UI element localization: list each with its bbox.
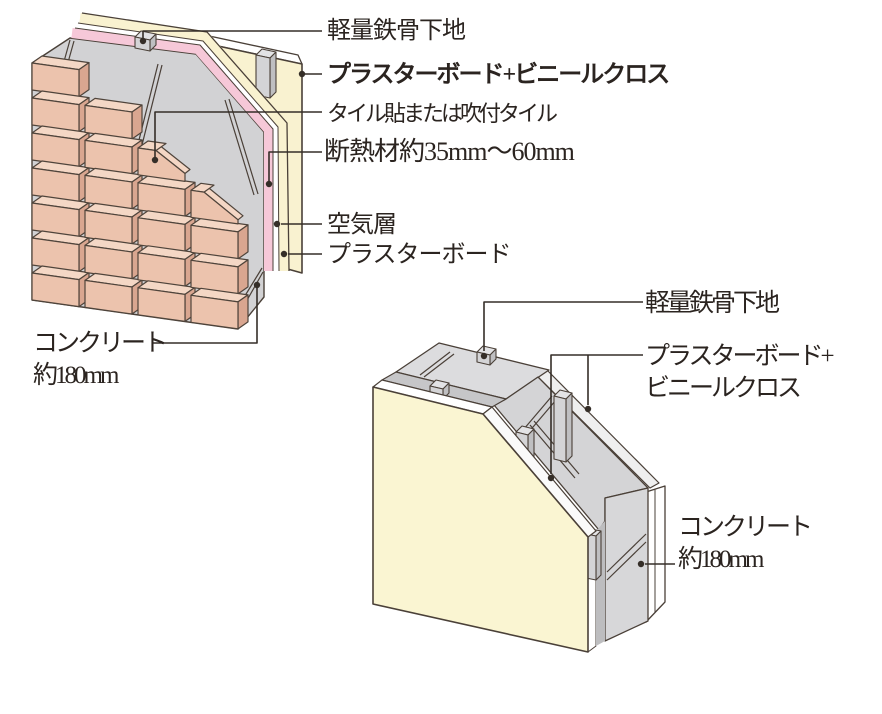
label-steel-frame-right: 軽量鉄骨下地 bbox=[645, 290, 780, 317]
right-plasterboard-vinyl-panel bbox=[372, 386, 589, 653]
left-wall-illustration bbox=[31, 12, 322, 344]
left-plasterboard-strip bbox=[79, 13, 289, 272]
leader-dots-left bbox=[139, 37, 306, 289]
right-wall-illustration bbox=[372, 301, 675, 653]
leader-insulation bbox=[268, 151, 322, 181]
label-concrete-left: コンクリート 約180mm bbox=[33, 330, 168, 389]
leader-steel-frame-left bbox=[142, 30, 322, 38]
leader-tile bbox=[154, 111, 322, 157]
label-tile: タイル貼または吹付タイル bbox=[327, 101, 558, 126]
label-plasterboard: プラスターボード bbox=[327, 242, 512, 268]
leader-concrete-left bbox=[152, 288, 258, 344]
tile-bricks bbox=[31, 55, 249, 330]
label-air-layer: 空気層 bbox=[327, 212, 397, 238]
cut-tile-bricks bbox=[137, 140, 244, 225]
label-concrete-right: コンクリート 約180mm bbox=[678, 514, 813, 573]
label-plasterboard-vinyl-right: プラスターボード+ ビニールクロス bbox=[645, 343, 835, 402]
label-insulation: 断熱材約35mm〜60mm bbox=[324, 137, 575, 166]
left-mid-stud bbox=[255, 48, 277, 99]
label-plasterboard-vinyl-left: プラスターボード+ビニールクロス bbox=[327, 62, 670, 88]
leader-dots-right bbox=[480, 352, 645, 568]
label-steel-frame-left: 軽量鉄骨下地 bbox=[327, 18, 466, 44]
leader-plasterboard-vinyl-right bbox=[550, 354, 643, 474]
leader-steel-frame-right bbox=[483, 301, 643, 351]
